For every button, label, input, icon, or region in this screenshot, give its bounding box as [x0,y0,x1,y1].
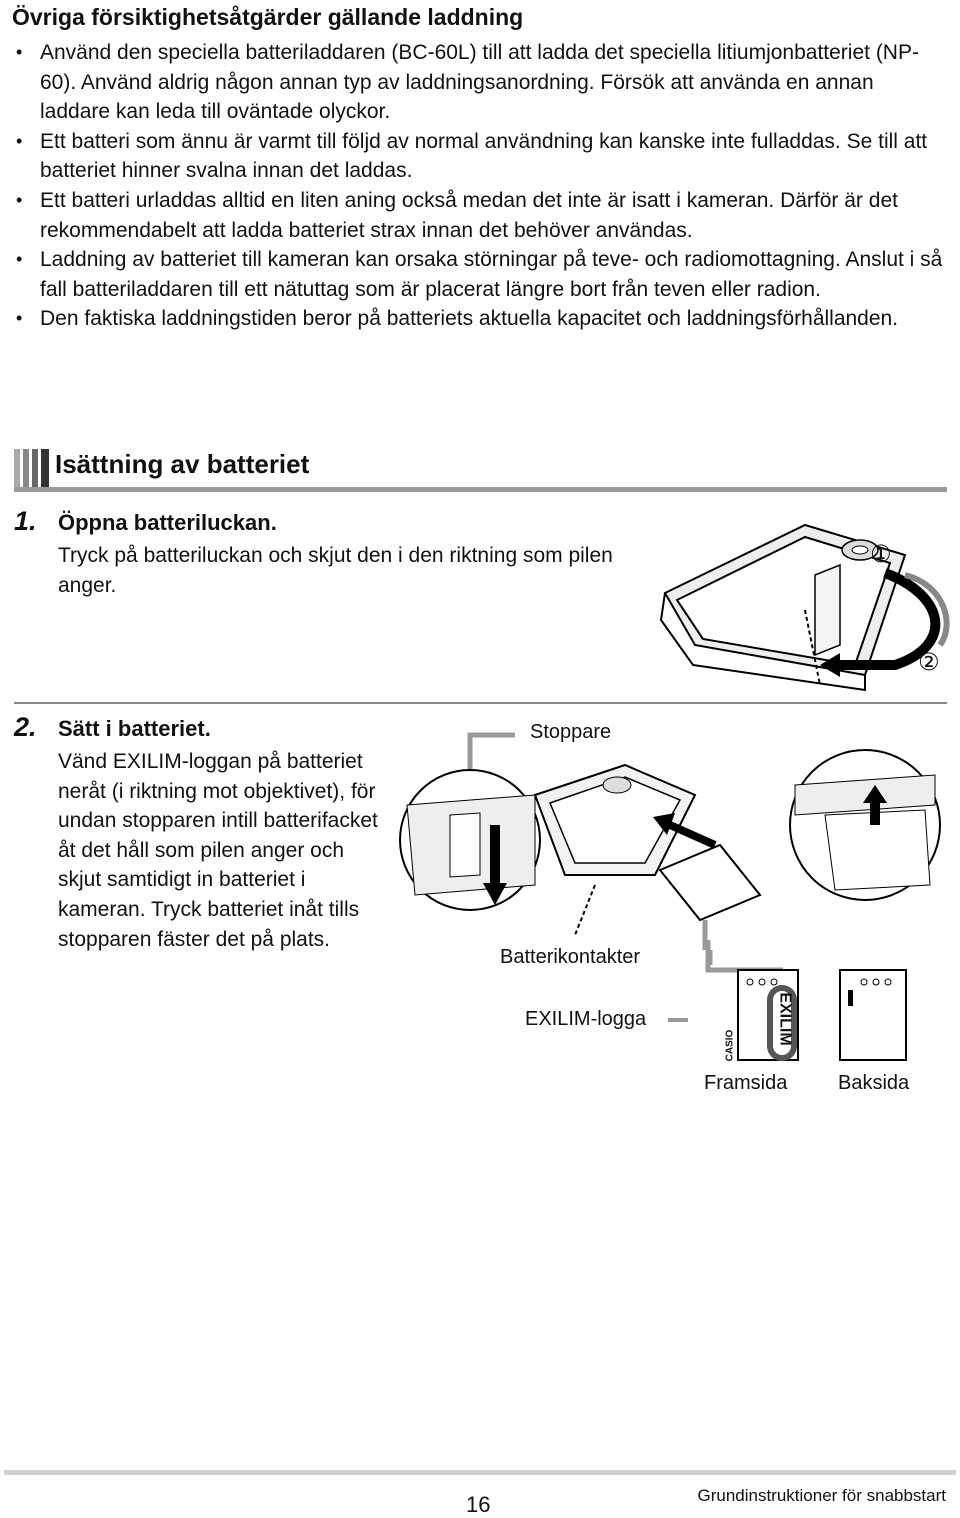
label-framsida: Framsida [704,1072,788,1094]
battery-front-back-illustration [668,940,907,1061]
page-heading: Övriga försiktighetsåtgärder gällande la… [12,4,524,30]
step-1-title: Öppna batteriluckan. [58,510,277,535]
section-marker-icon [14,449,49,491]
casio-logo: CASIO [724,1029,736,1062]
label-stoppare: Stoppare [530,721,612,743]
footer-text: Grundinstruktioner för snabbstart [697,1486,946,1505]
step-divider [14,702,947,704]
list-item-text: Den faktiska laddningstiden beror på bat… [40,307,899,331]
camera-open-door-illustration [659,523,950,692]
step-1-text: Tryck på batteriluckan och skjut den i d… [58,544,613,597]
bullet-icon: • [16,42,23,62]
list-item-text: Laddning av batteriet till kameran kan o… [40,248,943,301]
bullet-icon: • [16,130,23,151]
list-item: • Använd den speciella batteriladdaren (B… [14,38,949,127]
list-item-text: Ett batteri som ännu är varmt till följd… [40,129,928,183]
marker-1-icon: ① [870,541,892,568]
step-2-text: Vänd EXILIM-loggan på batteriet neråt (i… [58,750,378,951]
bullet-icon: • [16,308,23,329]
bullet-icon: • [16,249,23,270]
precaution-list: • Använd den speciella batteriladdaren (B… [14,38,949,334]
section-title: Isättning av batteriet [55,449,310,479]
list-item: • Ett batteri urladdas alltid en liten an… [14,186,949,245]
step-1-number: 1. [14,506,37,536]
label-exilim-logga: EXILIM-logga [525,1008,647,1030]
label-batterikontakter: Batterikontakter [500,946,641,968]
marker-2-icon: ② [918,649,940,676]
page-number: 16 [466,1492,491,1517]
list-item-text: Ett batteri urladdas alltid en liten ani… [40,188,898,242]
list-item: • Ett batteri som ännu är varmt till följ… [14,127,949,186]
exilim-logo: EXILIM [776,992,794,1046]
bullet-icon: • [16,189,23,210]
footer-rule [4,1470,956,1475]
list-item: • Laddning av batteriet till kameran kan … [14,245,949,304]
section-rule [14,487,947,492]
step-2-title: Sätt i batteriet. [58,716,211,741]
list-item-text: Använd den speciella batteriladdaren (BC… [40,41,919,124]
battery-insertion-illustration [399,732,941,965]
list-item: • Den faktiska laddningstiden beror på ba… [14,304,949,334]
label-baksida: Baksida [838,1072,910,1094]
step-2-number: 2. [14,712,37,742]
